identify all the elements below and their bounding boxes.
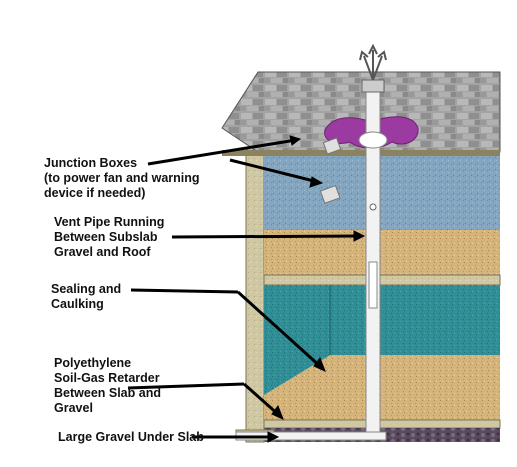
upper-floor [264,230,500,275]
label-line: Junction Boxes [44,156,138,170]
label-line: Sealing and [51,282,122,296]
pipe-gauge [369,203,377,211]
label-line: Gravel [54,401,93,415]
label-line: device if needed) [44,186,146,200]
label-junction-boxes: Junction Boxes (to power fan and warning… [44,156,200,201]
vent-cap [361,79,385,93]
label-line: Vent Pipe Running [54,215,165,229]
junction-box-lower [319,184,341,204]
label-sealing: Sealing and Caulking [51,282,121,312]
label-polyethylene: Polyethylene Soil-Gas Retarder Between S… [54,356,161,416]
label-line: Between Slab and [54,386,161,400]
label-line: Gravel and Roof [54,245,151,259]
exhaust-arrows [359,43,387,81]
label-line: Between Subslab [54,230,158,244]
basement-floor [264,355,500,425]
label-line: (to power fan and warning [44,171,200,185]
label-vent-pipe: Vent Pipe Running Between Subslab Gravel… [54,215,164,260]
roof-fascia [222,150,500,156]
label-line: Caulking [51,297,104,311]
label-line: Soil-Gas Retarder [54,371,160,385]
junction-box-upper [322,137,342,155]
label-line: Polyethylene [54,356,132,370]
pointer-arrows [127,135,366,443]
floor-joist [263,274,501,286]
slab-edge [263,419,501,429]
label-large-gravel: Large Gravel Under Slab [58,430,204,444]
pipe-fitting [368,261,378,309]
